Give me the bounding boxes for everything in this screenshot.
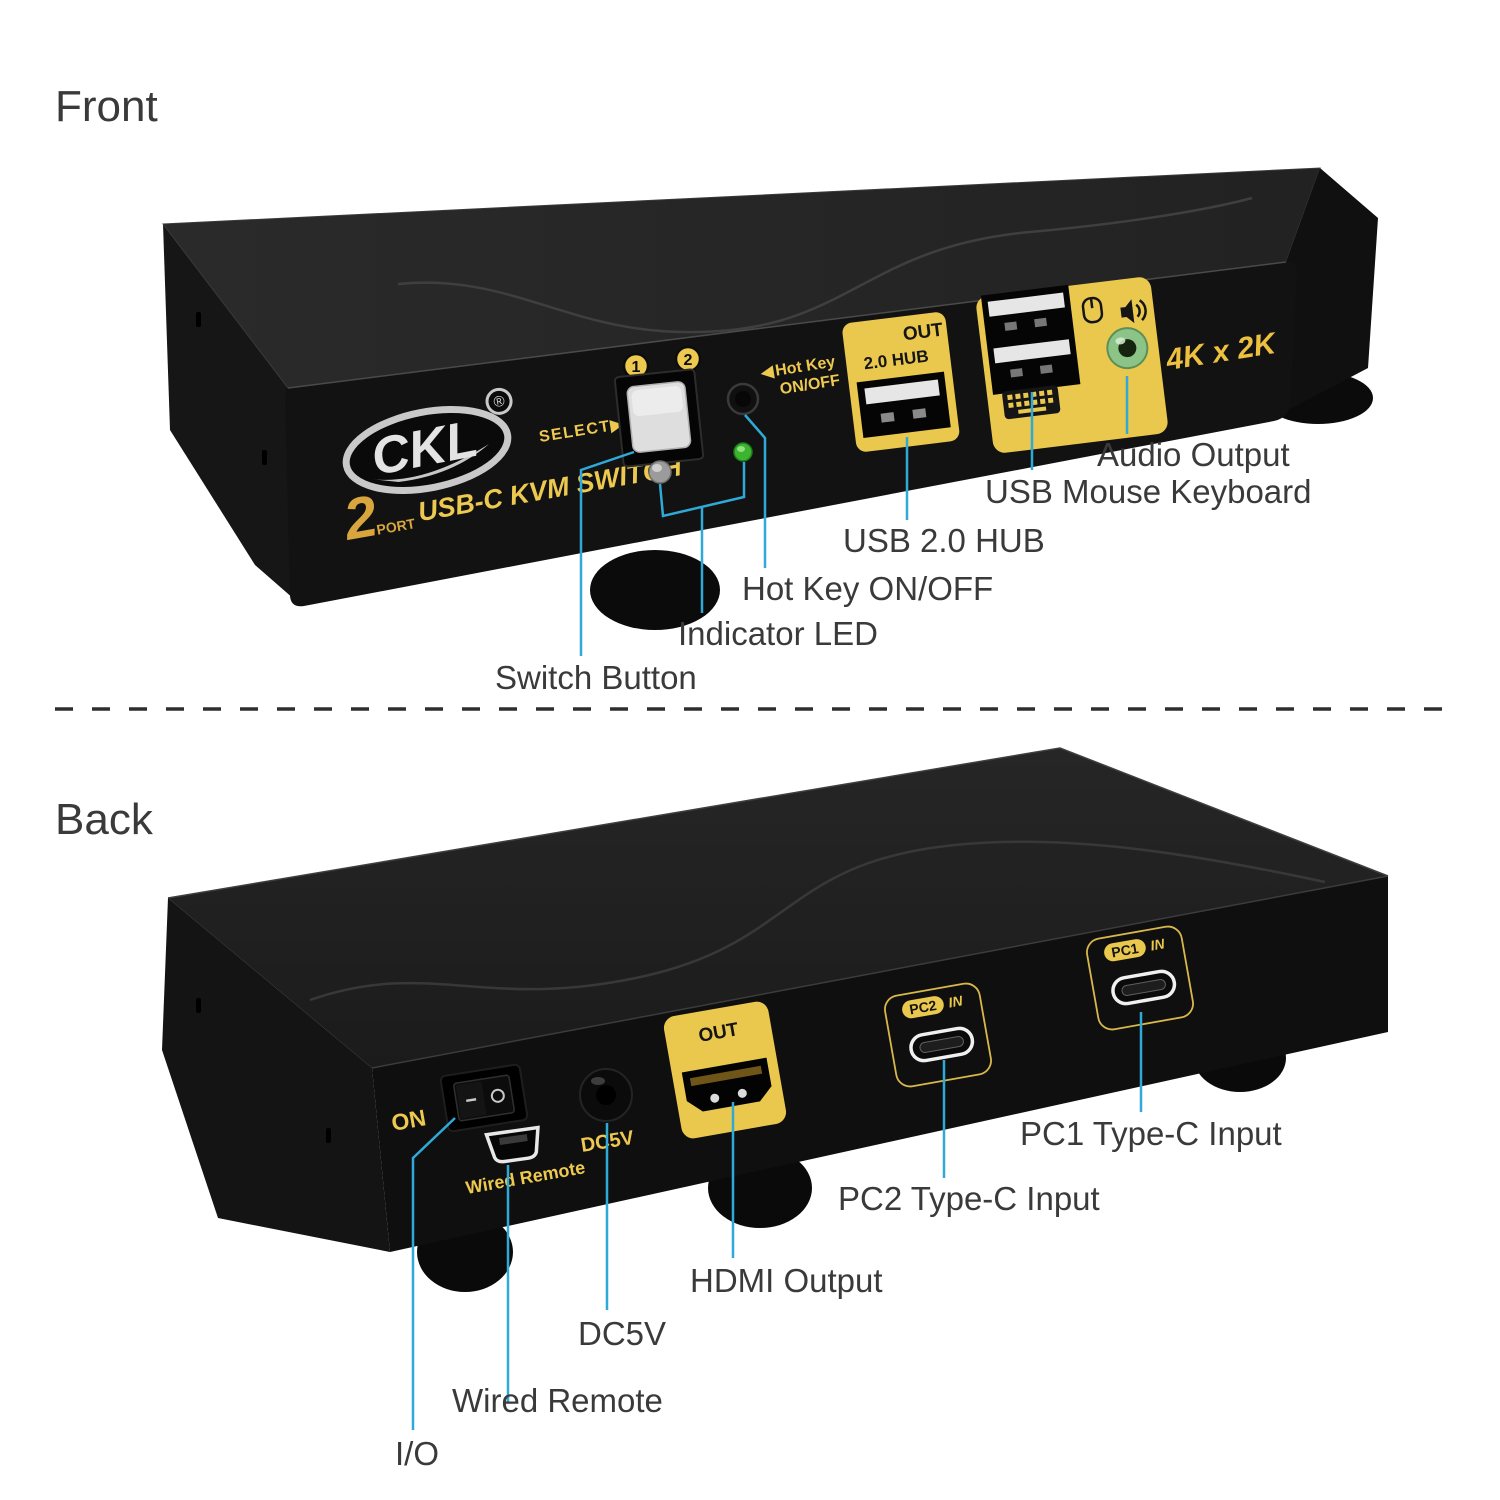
back-callout-lines [411,1012,1143,1430]
indicator-led-gray [648,460,672,484]
pc2-input-group: PC2 IN [884,982,992,1088]
callout-switch-button: Switch Button [495,659,697,696]
back-panel-bevel [371,875,1389,1069]
brand-logo: CKL ® [342,387,513,494]
callout-audio-output: Audio Output [1097,436,1290,473]
switch-off-mark [490,1088,505,1103]
screw-hole [196,312,201,327]
front-device-right-face [1286,168,1378,410]
hotkey-line [744,414,767,568]
back-device-back-panel [372,876,1388,1252]
pc1-input-group: PC1 IN [1086,925,1194,1031]
audio-output-jack [1106,327,1149,370]
pc1-in-text: IN [1149,935,1166,953]
indicator-led-line [658,462,746,518]
screw-hole [196,998,201,1013]
usb-hub-panel: OUT 2.0 HUB [842,312,960,452]
callout-pc1-input: PC1 Type-C Input [1020,1115,1282,1152]
callout-usb-mouse-keyboard: USB Mouse Keyboard [985,473,1312,510]
screw-hole [326,1128,331,1143]
back-section-title: Back [55,795,153,844]
power-switch [439,1063,529,1133]
indicator-led-green [733,442,753,462]
pc1-text: PC1 [1110,940,1140,961]
dc-power-jack [579,1068,633,1122]
power-on-label: ON [389,1104,427,1136]
registered-mark: ® [492,392,506,411]
hdmi-out-panel: OUT [663,1001,787,1139]
callout-usb-20-hub: USB 2.0 HUB [843,522,1045,559]
svg-text:2: 2 [684,352,693,369]
front-device-foot-left [590,550,720,630]
pc2-type-c-port [909,1026,975,1063]
switch-on-mark [466,1098,477,1103]
speaker-icon [1120,299,1147,324]
port-2-badge: 2 [674,345,702,373]
mouse-icon [1081,296,1104,324]
front-callout-lines [579,376,1129,656]
usb-hub-port [856,371,951,438]
pc2-text: PC2 [908,997,938,1018]
callout-hdmi-output: HDMI Output [690,1262,883,1299]
pc2-in-text: IN [947,992,964,1010]
top-seam [397,196,1253,334]
callout-wired-remote: Wired Remote [452,1382,663,1419]
callout-pc2-input: PC2 Type-C Input [838,1180,1100,1217]
back-device: ON Wired Remote DC5V OUT [162,747,1389,1292]
callout-dc5v: DC5V [578,1315,667,1352]
callout-indicator-led: Indicator LED [678,615,878,652]
hotkey-button [726,382,760,416]
hdmi-port [681,1057,772,1112]
front-device: CKL ® 2 PORT USB-C KVM SWITCH SELECT▶ 1 … [162,167,1378,630]
back-device-top-face [168,748,1388,1068]
callout-hotkey-on-off: Hot Key ON/OFF [742,570,994,607]
pc1-type-c-port [1111,969,1177,1006]
front-section-title: Front [55,82,158,131]
usb-mouse-keyboard-ports [980,284,1081,395]
usb-mk-audio-panel [976,277,1168,453]
wired-remote-port [484,1125,540,1164]
back-top-seam [309,840,1326,1002]
switch-button-line [579,450,635,656]
back-ridge [167,747,1389,899]
callout-io: I/O [395,1435,440,1472]
screw-hole [262,450,267,465]
switch-button [613,368,705,468]
hub-out-text: OUT [902,320,945,346]
port-word-text: PORT [375,515,417,538]
io-line [411,1117,456,1430]
back-device-left-face [162,898,390,1252]
svg-text:1: 1 [632,359,641,376]
